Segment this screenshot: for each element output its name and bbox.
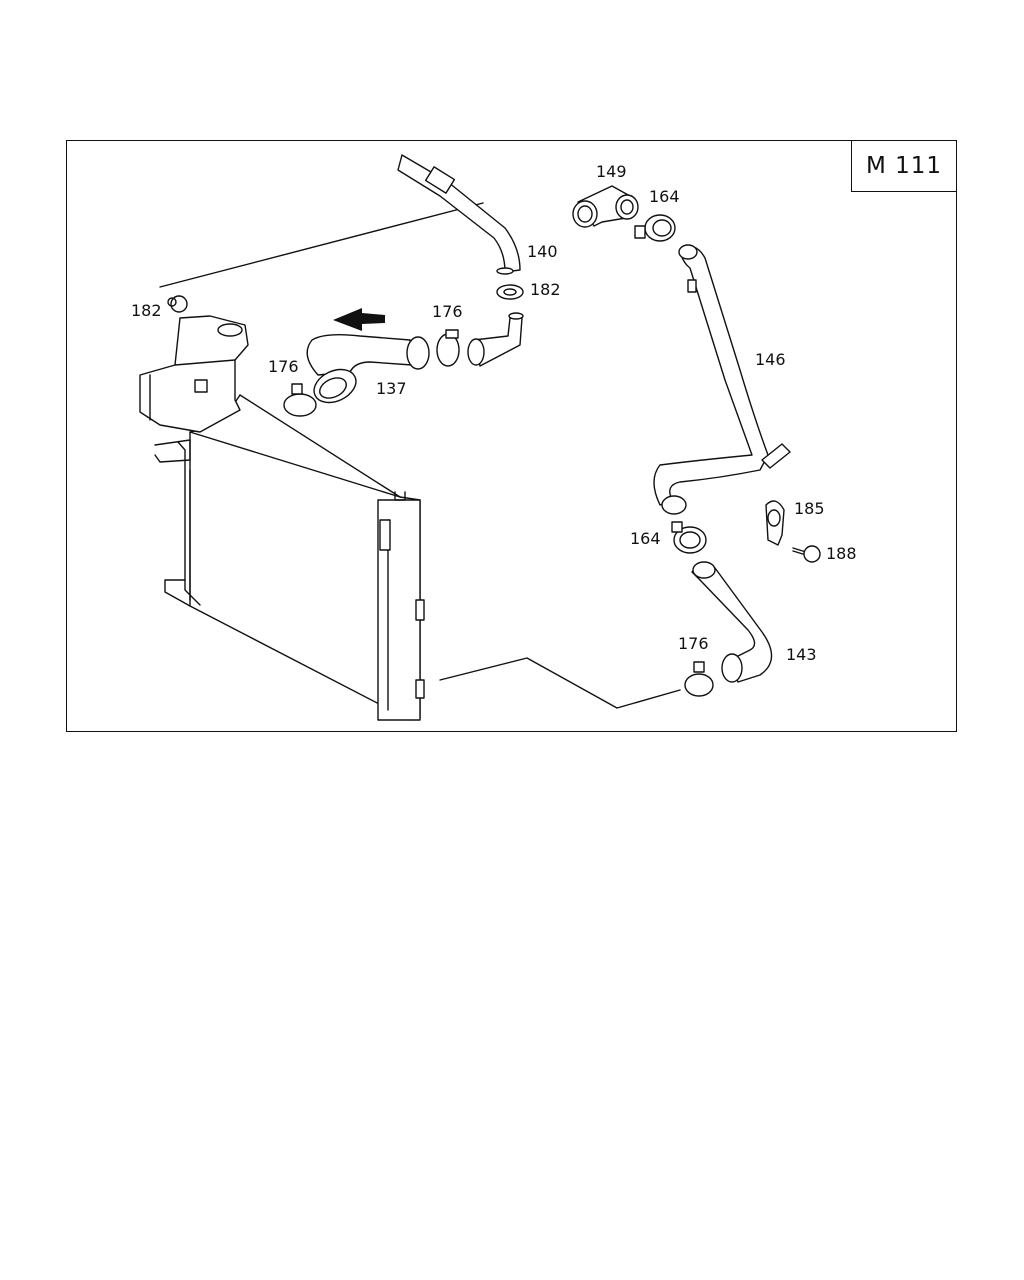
clamp-182-upper — [496, 284, 524, 300]
part-label-149: 149 — [596, 162, 627, 181]
clamp-164-upper — [634, 214, 676, 242]
part-label-176-lower: 176 — [678, 634, 709, 653]
hose-143 — [691, 561, 773, 683]
part-label-176-upper: 176 — [432, 302, 463, 321]
part-label-188: 188 — [826, 544, 857, 563]
part-label-182-left: 182 — [131, 301, 162, 320]
bracket-185 — [765, 500, 785, 546]
part-label-164-upper: 164 — [649, 187, 680, 206]
part-label-176-left: 176 — [268, 357, 299, 376]
part-label-146: 146 — [755, 350, 786, 369]
hose-140 — [397, 154, 521, 275]
clamp-182-left — [167, 295, 188, 313]
clamp-176-upper — [436, 329, 460, 367]
bolt-188 — [792, 545, 821, 563]
model-label-box: M 111 — [851, 140, 957, 192]
flow-direction-arrow-icon — [333, 308, 385, 331]
part-label-137: 137 — [376, 379, 407, 398]
part-label-164-lower: 164 — [630, 529, 661, 548]
clamp-164-lower — [671, 521, 707, 554]
leader-lines — [159, 202, 681, 709]
clamp-176-left — [283, 383, 317, 417]
pipe-stub — [467, 312, 524, 367]
hose-137 — [306, 333, 430, 404]
part-label-140: 140 — [527, 242, 558, 261]
part-label-143: 143 — [786, 645, 817, 664]
clamp-176-lower — [684, 661, 714, 697]
part-label-185: 185 — [794, 499, 825, 518]
part-label-182-upper: 182 — [530, 280, 561, 299]
expansion-tank — [139, 315, 249, 463]
diagram-frame — [66, 140, 957, 732]
elbow-149 — [572, 185, 639, 228]
radiator — [164, 394, 425, 721]
model-label: M 111 — [865, 153, 943, 179]
hose-146 — [653, 244, 791, 515]
part-labels: 140 149 164 182 182 176 176 137 146 185 … — [131, 162, 857, 664]
